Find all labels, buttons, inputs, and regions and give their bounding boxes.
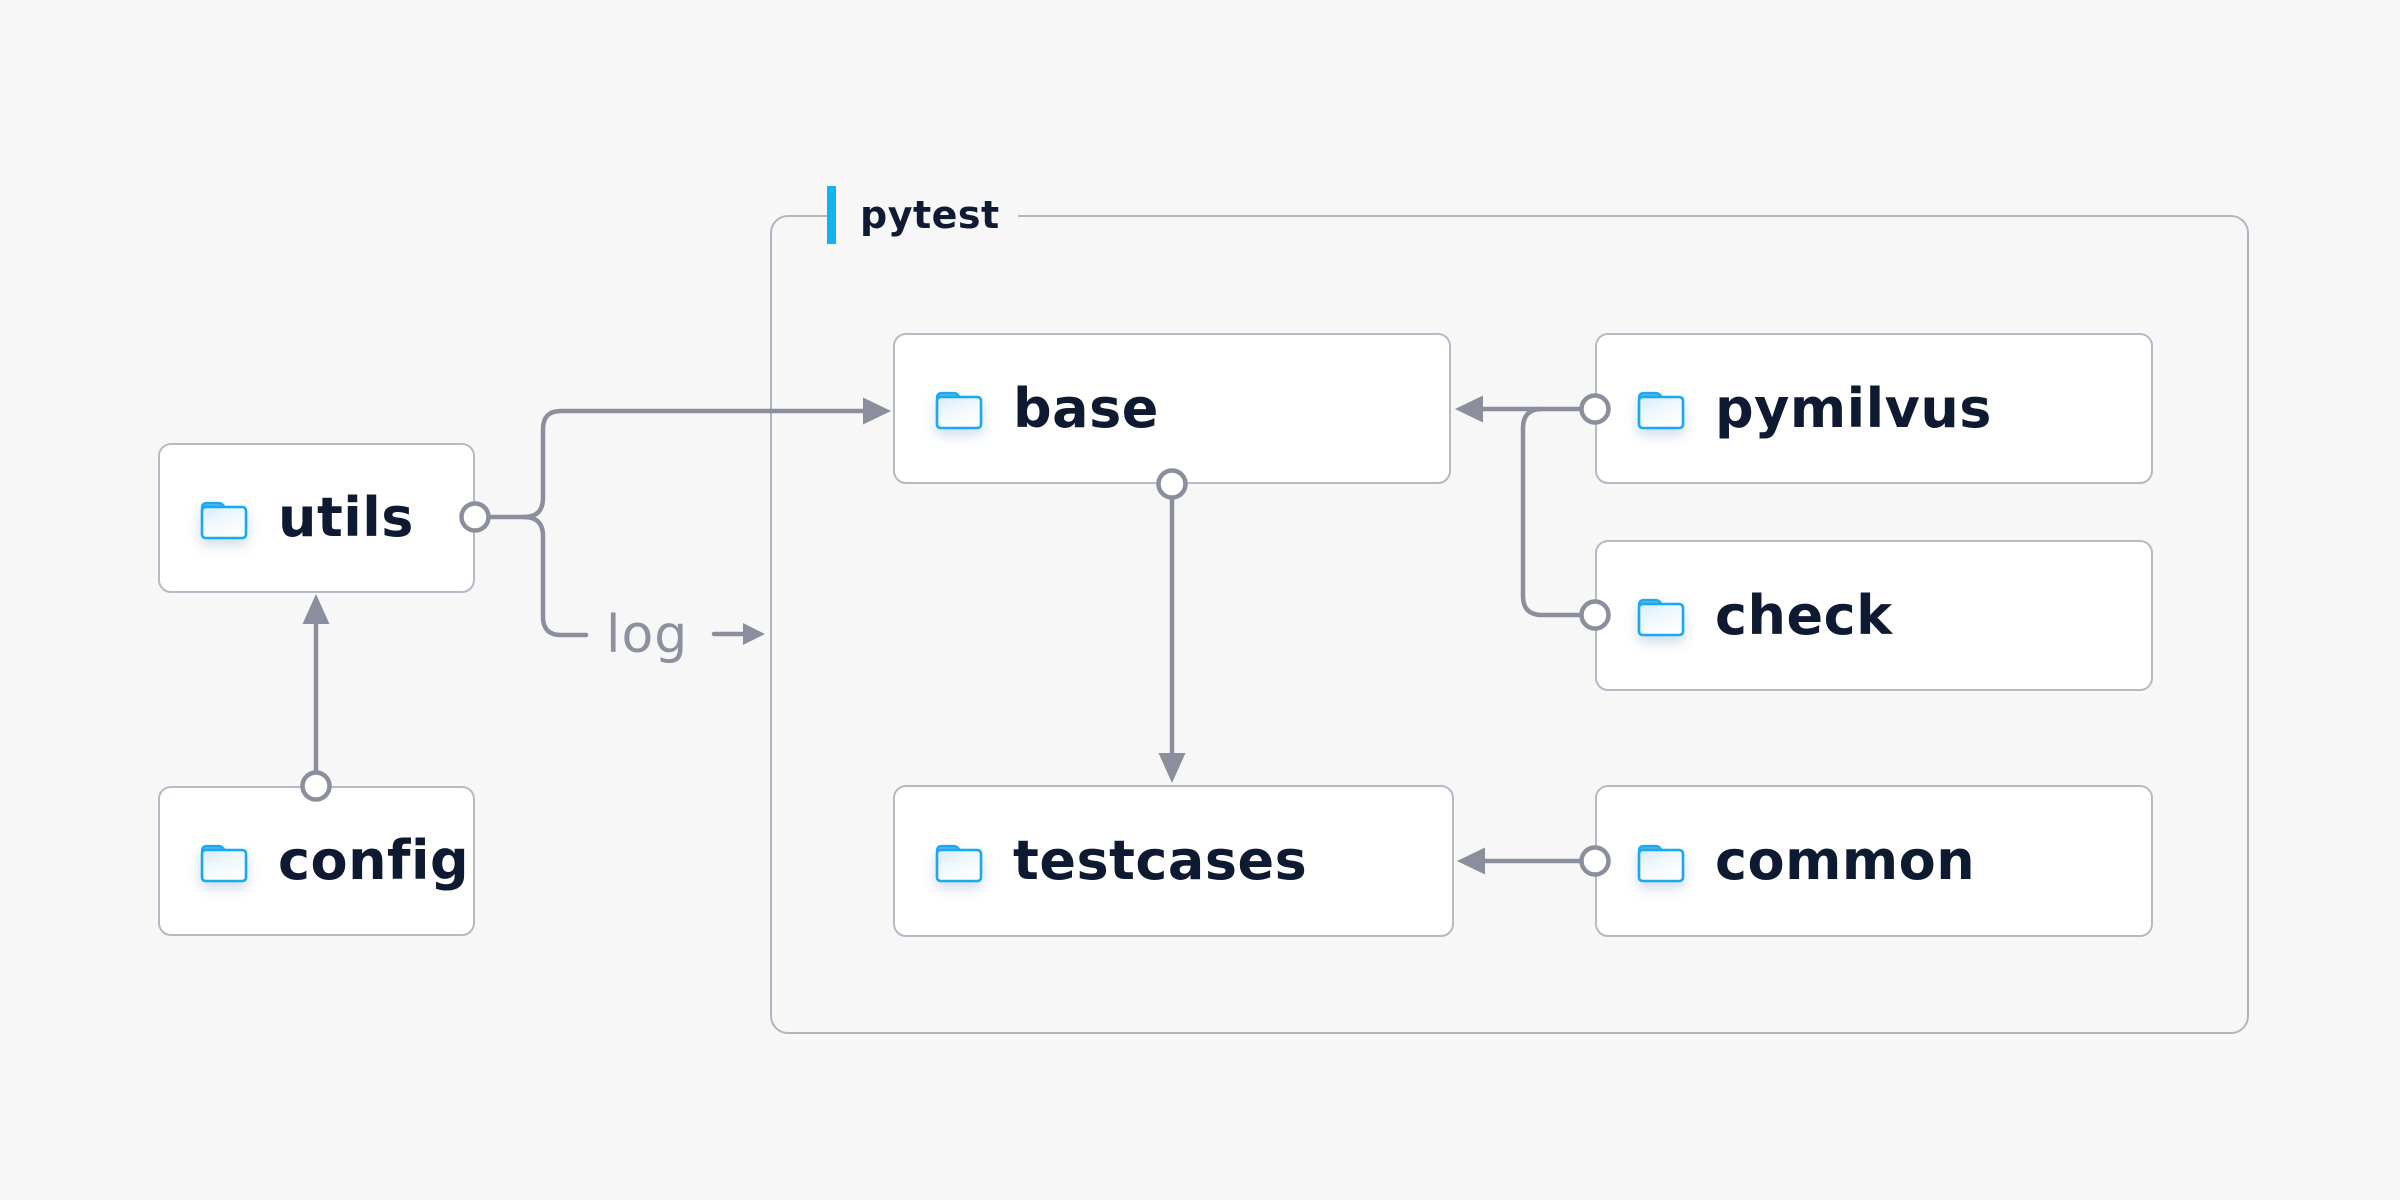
node-label: testcases <box>1013 829 1308 892</box>
accent-bar <box>827 186 836 244</box>
node-label: pymilvus <box>1715 376 1992 440</box>
folder-icon <box>200 844 248 882</box>
folder-icon <box>1637 391 1685 430</box>
folder-icon <box>1637 598 1685 637</box>
connector-line <box>521 514 589 638</box>
node-pymilvus: pymilvus <box>1595 333 2153 484</box>
node-label: config <box>278 829 470 892</box>
arrowhead-up <box>302 594 330 624</box>
edge-config-utils <box>300 594 332 802</box>
node-label: common <box>1715 829 1976 892</box>
node-testcases: testcases <box>893 785 1454 937</box>
node-check: check <box>1595 540 2153 691</box>
arrowhead-right-small <box>743 623 765 645</box>
folder-icon <box>1637 844 1685 882</box>
node-label: check <box>1715 583 1893 647</box>
node-config: config <box>158 786 475 936</box>
node-label: utils <box>278 486 414 549</box>
edge-label-log: log <box>606 605 689 665</box>
node-common: common <box>1595 785 2153 937</box>
node-utils: utils <box>158 443 475 593</box>
folder-icon <box>935 391 983 430</box>
folder-icon <box>935 844 983 882</box>
folder-icon <box>200 501 248 539</box>
pytest-group-container <box>770 215 2249 1034</box>
node-label: base <box>1013 376 1159 440</box>
pytest-group-label: pytest <box>827 186 1018 244</box>
pytest-group-label-text: pytest <box>860 193 1000 237</box>
node-base: base <box>893 333 1451 484</box>
